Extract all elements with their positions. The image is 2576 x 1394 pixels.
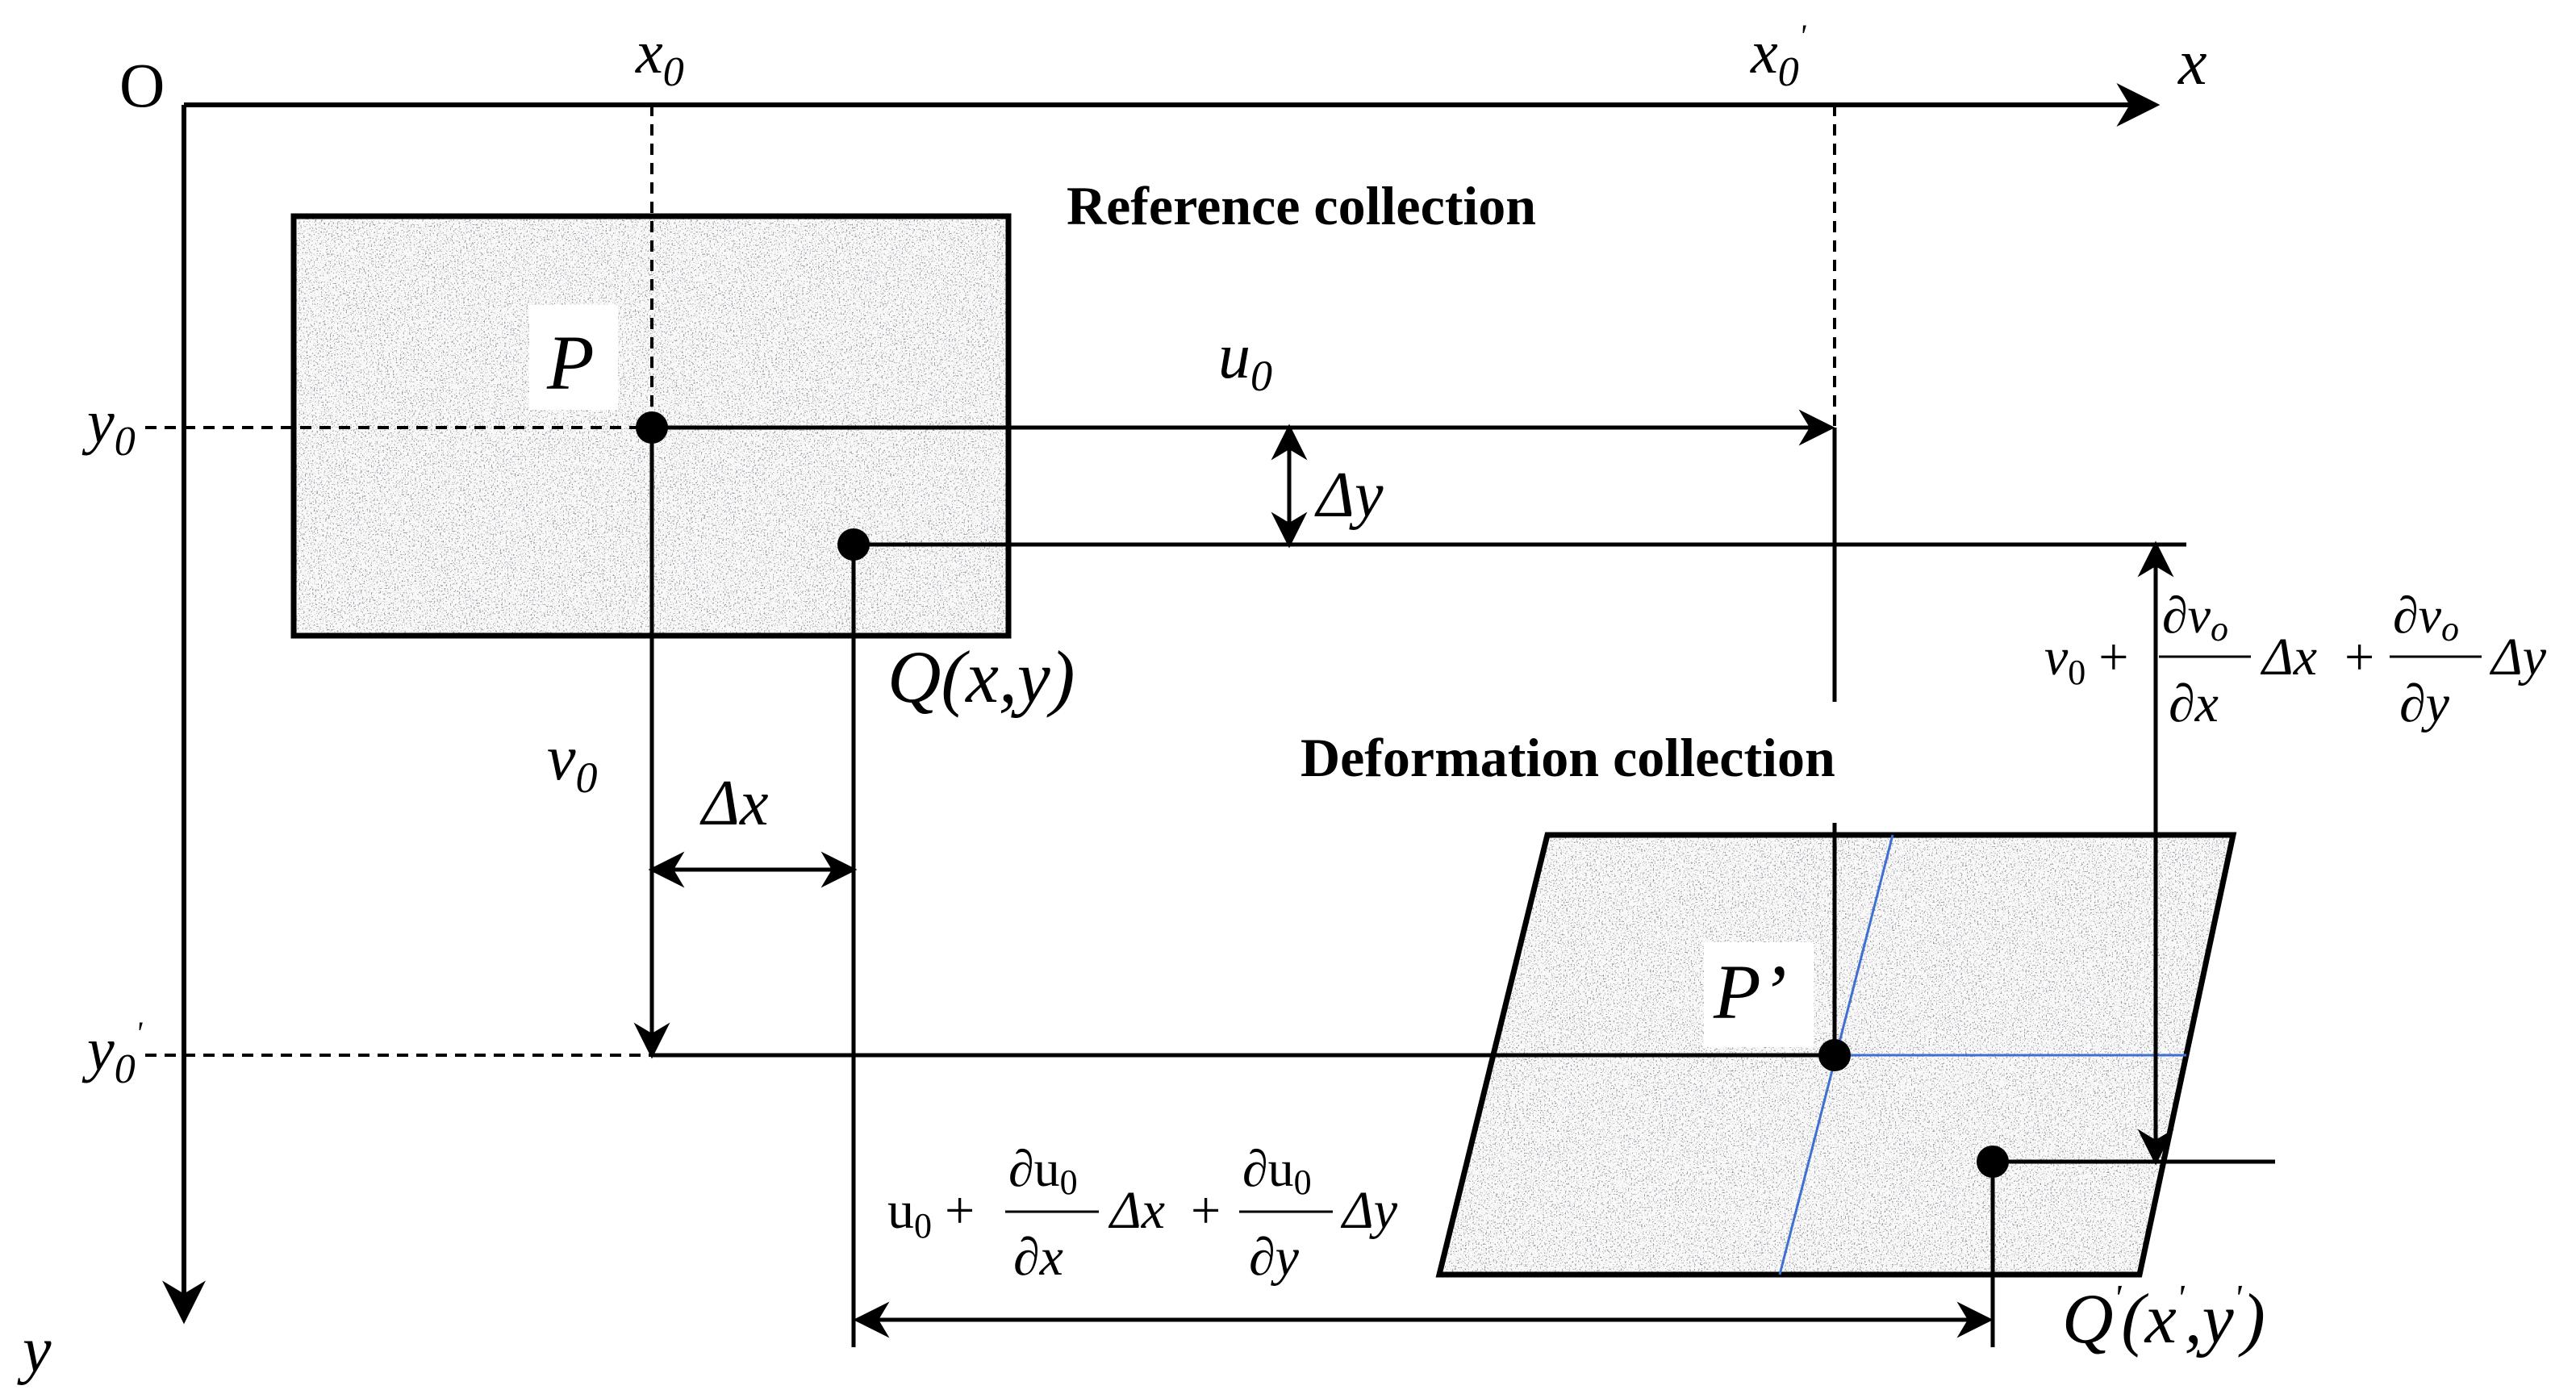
svg-text:v0+: v0+ (2044, 628, 2129, 692)
delta-x-label: Δx (699, 768, 768, 839)
svg-text:∂x: ∂x (1013, 1228, 1063, 1287)
deformation-collection-title: Deformation collection (1301, 727, 1835, 788)
x-axis-label: x (2177, 27, 2207, 98)
p-prime-label-bg (1704, 942, 1814, 1047)
dashed-guides (145, 105, 1836, 1057)
svg-text:∂y: ∂y (2399, 674, 2450, 733)
v-displacement-formula: v0+ ∂vo ∂x Δx + ∂vo ∂y Δy (2044, 586, 2547, 733)
svg-text:∂y: ∂y (1249, 1228, 1300, 1287)
guide-lines (633, 409, 2275, 1347)
point-p-prime (1818, 1039, 1851, 1071)
svg-text:Δx: Δx (2260, 628, 2317, 687)
q-prime-label: Q'(x',y') (2062, 1277, 2265, 1359)
v0-label: v0 (547, 723, 598, 802)
point-p (636, 411, 668, 444)
point-q-prime (1977, 1146, 2009, 1178)
svg-text:Δy: Δy (1340, 1181, 1398, 1240)
svg-text:∂u0: ∂u0 (1008, 1140, 1078, 1202)
origin-label: O (119, 50, 165, 120)
svg-text:u0+: u0+ (887, 1181, 975, 1246)
svg-text:Δy: Δy (2489, 628, 2547, 687)
svg-text:∂x: ∂x (2169, 674, 2219, 733)
point-q (837, 528, 870, 561)
p-label: P (546, 319, 595, 406)
p-label-bg (529, 305, 618, 410)
u0-label: u0 (1218, 321, 1272, 400)
y-axis-label: y (17, 1315, 52, 1386)
svg-text:∂vo: ∂vo (2162, 586, 2228, 649)
delta-y-label: Δy (1314, 460, 1384, 531)
svg-text:∂u0: ∂u0 (1242, 1140, 1312, 1202)
x0-prime-label: x0' (1750, 18, 1807, 95)
svg-text:+: + (1191, 1181, 1221, 1240)
y0-label: y0 (81, 388, 136, 465)
reference-collection-title: Reference collection (1067, 175, 1536, 236)
u-displacement-formula: u0+ ∂u0 ∂x Δx + ∂u0 ∂y Δy (887, 1140, 1398, 1287)
q-label: Q(x,y) (887, 636, 1075, 718)
svg-text:+: + (2344, 628, 2374, 687)
x0-label: x0 (635, 19, 684, 95)
p-prime-label: P’ (1713, 949, 1787, 1035)
y0-prime-label: y0' (81, 1015, 144, 1092)
svg-text:∂vo: ∂vo (2393, 586, 2459, 649)
svg-text:Δx: Δx (1108, 1181, 1165, 1240)
